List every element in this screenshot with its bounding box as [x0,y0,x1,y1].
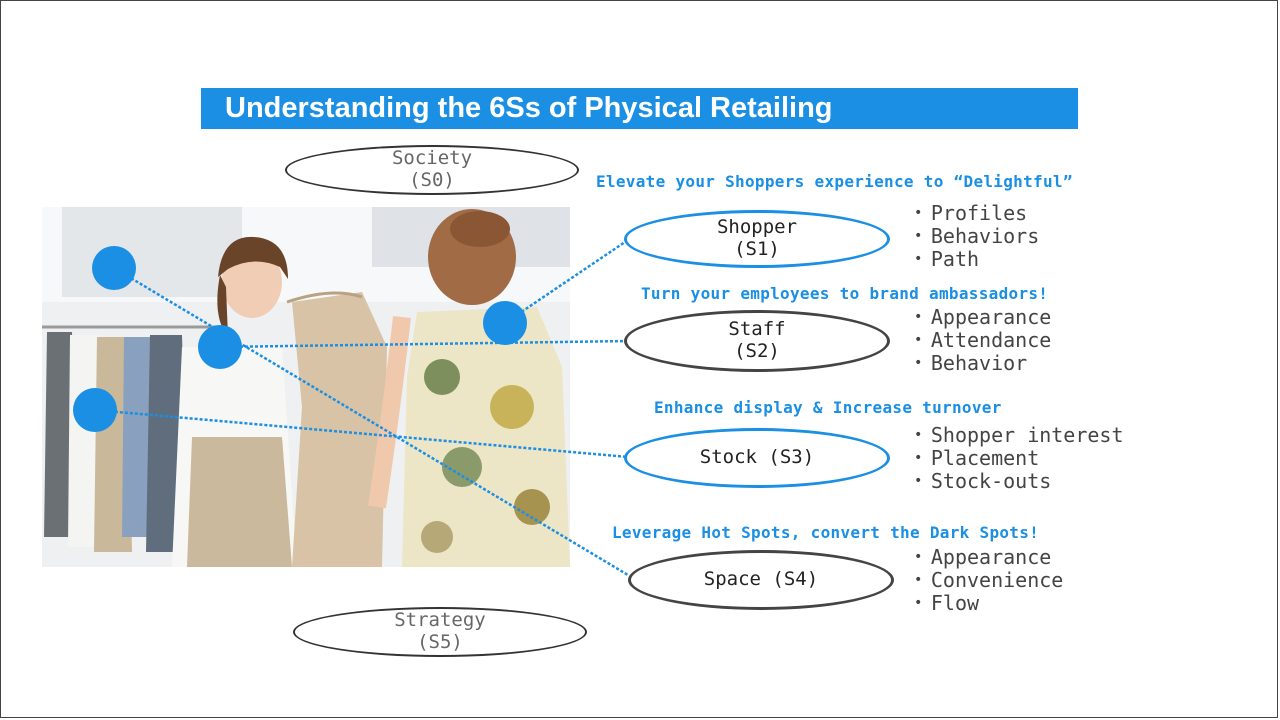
list-item: Behaviors [914,225,1039,248]
shopper-bullets: Profiles Behaviors Path [914,202,1039,271]
shopper-tagline: Elevate your Shoppers experience to “Del… [596,172,1073,191]
list-item: Path [914,248,1039,271]
shopper-code: (S1) [734,238,780,260]
shopper-name: Shopper [716,216,798,239]
stock-bullets: Shopper interest Placement Stock-outs [914,424,1124,493]
society-code: (S0) [409,169,455,191]
list-item: Stock-outs [914,470,1124,493]
list-item: Convenience [914,569,1063,592]
space-tagline: Leverage Hot Spots, convert the Dark Spo… [612,523,1040,542]
staff-ellipse: Staff(S2) [624,310,890,372]
strategy-code: (S5) [417,631,463,653]
slide-title: Understanding the 6Ss of Physical Retail… [201,88,1078,129]
list-item: Attendance [914,329,1051,352]
list-item: Behavior [914,352,1051,375]
strategy-ellipse: Strategy(S5) [293,607,587,657]
space-bullets: Appearance Convenience Flow [914,546,1063,615]
retail-photo-illustration [42,207,570,567]
list-item: Flow [914,592,1063,615]
society-ellipse: Society(S0) [285,145,579,195]
stock-ellipse: Stock (S3) [624,428,890,488]
strategy-name: Strategy [394,609,486,632]
space-label: Space (S4) [703,568,819,591]
staff-name: Staff [728,318,786,341]
staff-code: (S2) [734,340,780,362]
staff-bullets: Appearance Attendance Behavior [914,306,1051,375]
list-item: Appearance [914,306,1051,329]
list-item: Profiles [914,202,1039,225]
stock-label: Stock (S3) [699,446,815,469]
retail-photo [42,207,570,567]
space-ellipse: Space (S4) [628,550,894,610]
shopper-ellipse: Shopper(S1) [624,210,890,268]
list-item: Appearance [914,546,1063,569]
list-item: Placement [914,447,1124,470]
list-item: Shopper interest [914,424,1124,447]
society-name: Society [391,147,473,170]
stock-tagline: Enhance display & Increase turnover [654,398,1002,417]
staff-tagline: Turn your employees to brand ambassadors… [641,284,1049,303]
